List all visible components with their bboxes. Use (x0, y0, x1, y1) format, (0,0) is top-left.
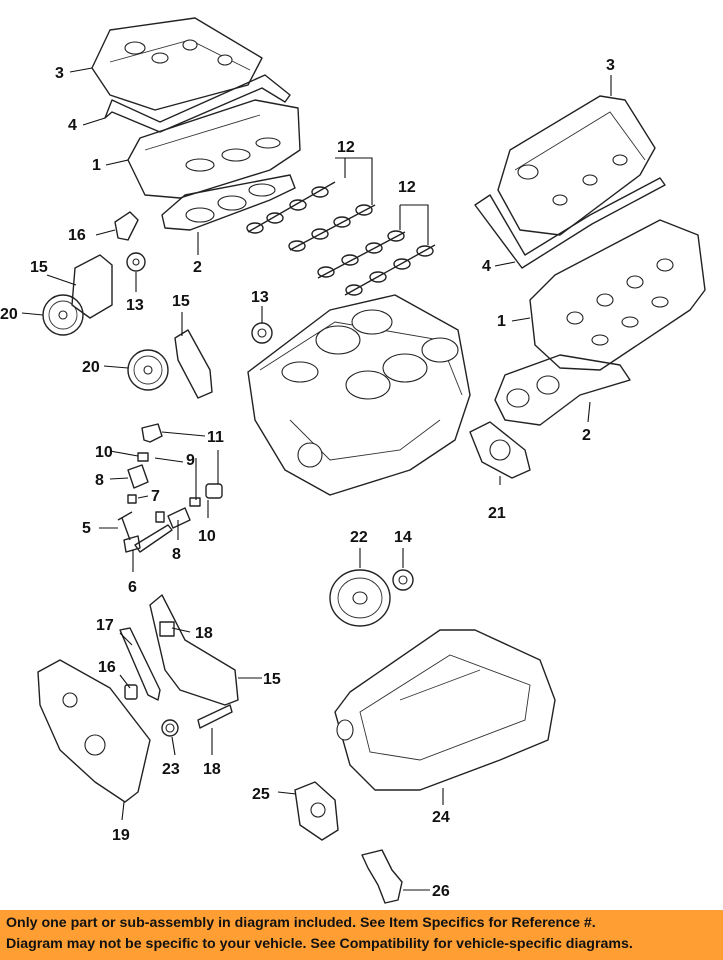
valve-spring-left (127, 464, 149, 489)
sprocket-13-center (251, 322, 273, 344)
engine-exploded-diagram: 3 4 1 2 16 13 15 20 15 20 13 12 12 3 4 1… (0, 17, 706, 904)
lash-adjuster (137, 452, 149, 462)
lash-adjuster-right (189, 497, 201, 507)
disclaimer-line-2: Diagram may not be specific to your vehi… (6, 936, 633, 952)
callout-2: 2 (582, 427, 591, 444)
timing-chain-upper (71, 254, 113, 319)
callout-20: 20 (0, 306, 18, 323)
callout-17: 17 (96, 617, 114, 634)
callout-1: 1 (92, 157, 101, 174)
callout-8: 8 (95, 472, 104, 489)
callout-23: 23 (162, 761, 180, 778)
crankshaft-sprocket (392, 569, 414, 591)
timing-chain-lower (149, 594, 239, 706)
intake-valve (117, 511, 141, 553)
cam-gear-lower (127, 349, 169, 391)
cam-sensor (114, 211, 139, 241)
callout-2: 2 (193, 259, 202, 276)
valve-cover-left (91, 17, 263, 111)
callout-8: 8 (172, 546, 181, 563)
callout-7: 7 (151, 488, 160, 505)
timing-chain-middle (174, 329, 213, 399)
valve-cover-gasket-left (104, 74, 291, 133)
camshafts (246, 181, 436, 296)
cam-gear-upper (42, 294, 84, 336)
sprocket-13-left (126, 252, 146, 272)
callout-14: 14 (394, 529, 412, 546)
oil-pickup-tube (361, 849, 403, 904)
callout-13: 13 (251, 289, 269, 306)
chain-tensioner-18-top (159, 621, 175, 637)
callout-3: 3 (55, 65, 64, 82)
callout-15: 15 (263, 671, 281, 688)
callout-13: 13 (126, 297, 144, 314)
callout-9: 9 (186, 452, 195, 469)
callout-11: 11 (207, 429, 224, 446)
disclaimer-banner: Only one part or sub-assembly in diagram… (0, 910, 723, 960)
callout-numbers: 3 4 1 2 16 13 15 20 15 20 13 12 12 3 4 1… (0, 57, 615, 900)
callout-12: 12 (398, 179, 416, 196)
callout-5: 5 (82, 520, 91, 537)
callout-15: 15 (172, 293, 190, 310)
callout-10: 10 (198, 528, 216, 545)
callout-1: 1 (497, 313, 506, 330)
head-gasket-right (494, 354, 631, 426)
chain-guide-17 (119, 627, 161, 701)
oil-pan (334, 629, 556, 791)
callout-3: 3 (606, 57, 615, 74)
tensioner-16 (124, 684, 138, 700)
callout-20: 20 (82, 359, 100, 376)
callout-10: 10 (95, 444, 113, 461)
valve-cover-right (497, 95, 656, 236)
timing-cover (37, 659, 151, 803)
callout-26: 26 (432, 883, 450, 900)
callout-25: 25 (252, 786, 270, 803)
oil-pump (294, 781, 339, 841)
rear-seal-retainer (469, 421, 531, 479)
crankshaft-pulley (329, 569, 391, 627)
valve-lifter (141, 423, 163, 443)
callout-18: 18 (203, 761, 221, 778)
callout-4: 4 (68, 117, 77, 134)
callout-18: 18 (195, 625, 213, 642)
callout-4: 4 (482, 258, 491, 275)
crank-seal-23 (161, 719, 179, 737)
cylinder-head-left (127, 99, 301, 199)
callout-22: 22 (350, 529, 368, 546)
exhaust-valve (134, 524, 173, 553)
valve-seal-right (155, 511, 165, 523)
chain-guide-18-bottom (197, 704, 233, 729)
valve-cover-gasket-right (474, 177, 666, 269)
leader-lines (21, 67, 612, 891)
engine-block (247, 294, 471, 496)
callout-24: 24 (432, 809, 450, 826)
follower-right (205, 483, 223, 499)
callout-19: 19 (112, 827, 130, 844)
cylinder-head-right (529, 219, 706, 371)
valve-spring-right (167, 507, 191, 529)
disclaimer-line-1: Only one part or sub-assembly in diagram… (6, 915, 596, 931)
valve-seal (127, 494, 137, 504)
callout-6: 6 (128, 579, 137, 596)
head-gasket-left (161, 174, 296, 231)
callout-16: 16 (68, 227, 86, 244)
callout-21: 21 (488, 505, 506, 522)
callout-12: 12 (337, 139, 355, 156)
callout-16: 16 (98, 659, 116, 676)
callout-15: 15 (30, 259, 48, 276)
